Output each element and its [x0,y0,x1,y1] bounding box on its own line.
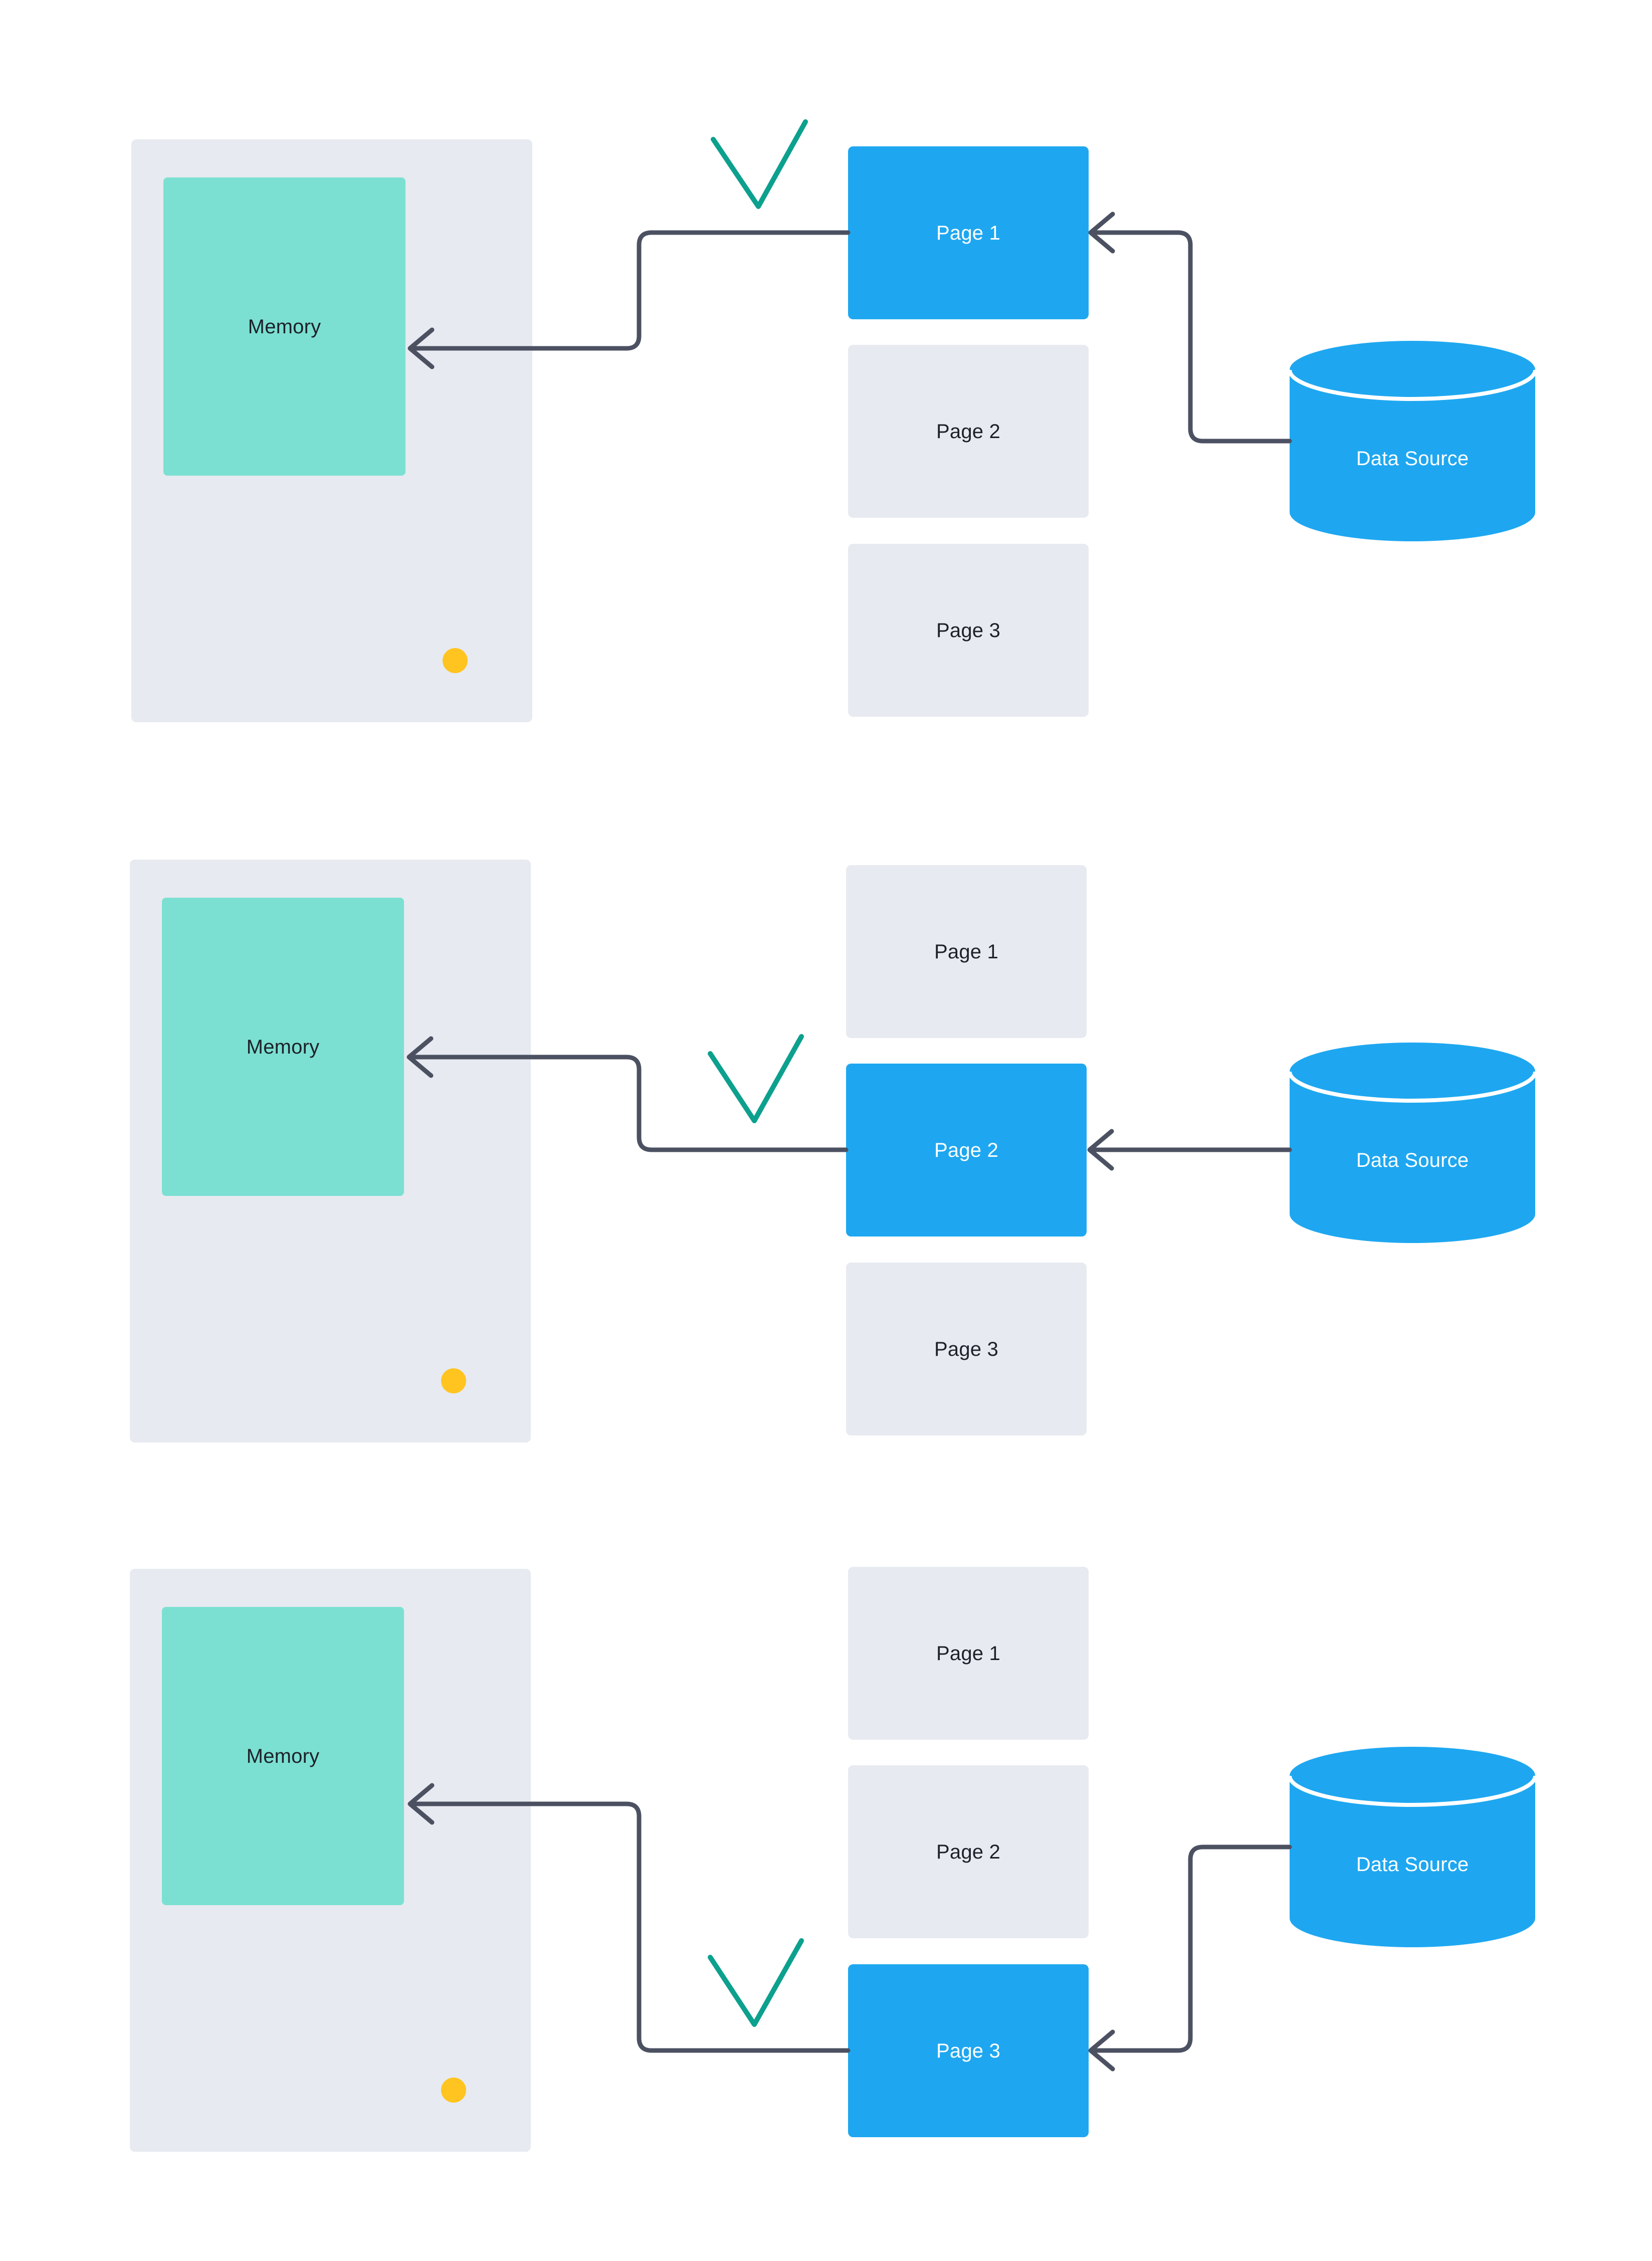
memory-block-1[interactable]: Memory [163,177,405,476]
database-cylinder-icon [1290,1043,1535,1243]
page-card-2-3[interactable]: Page 3 [846,1263,1087,1435]
database-cylinder-icon [1290,341,1535,541]
memory-label: Memory [248,315,321,338]
memory-container-2: Memory [130,860,531,1443]
page-card-label: Page 1 [936,222,1000,244]
page-card-label: Page 2 [936,1840,1000,1863]
data-source-label: Data Source [1356,1149,1469,1171]
page-card-label: Page 3 [936,2039,1000,2062]
memory-label: Memory [246,1745,320,1767]
page-card-3-3[interactable]: Page 3 [848,1964,1089,2137]
page-card-1-2[interactable]: Page 2 [848,345,1089,518]
page-card-2-2[interactable]: Page 2 [846,1064,1087,1237]
page-card-label: Page 2 [934,1139,998,1161]
data-source-2[interactable]: Data Source [1290,1043,1535,1243]
page-card-label: Page 2 [936,420,1000,443]
brand-logo-icon [431,2063,486,2118]
memory-container-1: Memory [131,139,532,722]
page-card-3-1[interactable]: Page 1 [848,1567,1089,1740]
data-source-1[interactable]: Data Source [1290,341,1535,541]
page-card-label: Page 3 [936,619,1000,642]
memory-label: Memory [246,1036,320,1058]
brand-logo-icon [431,1353,486,1408]
page-card-2-1[interactable]: Page 1 [846,865,1087,1038]
page-card-label: Page 3 [934,1338,998,1360]
step-2-panel: Memory Page 1 Page 2 Page 3 [0,860,1652,1461]
data-source-label: Data Source [1356,448,1469,470]
data-source-3[interactable]: Data Source [1290,1747,1535,1947]
page-card-1-3[interactable]: Page 3 [848,544,1089,717]
step-1-panel: Memory Page 1 Page 2 Page 3 [0,0,1652,722]
step-3-panel: Memory Page 1 Page 2 Page 3 [0,1567,1652,2170]
page-card-label: Page 1 [934,940,998,963]
database-cylinder-icon [1290,1747,1535,1947]
memory-block-2[interactable]: Memory [162,898,404,1196]
memory-container-3: Memory [130,1569,531,2152]
data-source-label: Data Source [1356,1854,1469,1876]
page-card-label: Page 1 [936,1642,1000,1665]
page-card-1-1[interactable]: Page 1 [848,146,1089,319]
page-card-3-2[interactable]: Page 2 [848,1765,1089,1938]
brand-logo-icon [432,633,487,688]
memory-block-3[interactable]: Memory [162,1607,404,1905]
